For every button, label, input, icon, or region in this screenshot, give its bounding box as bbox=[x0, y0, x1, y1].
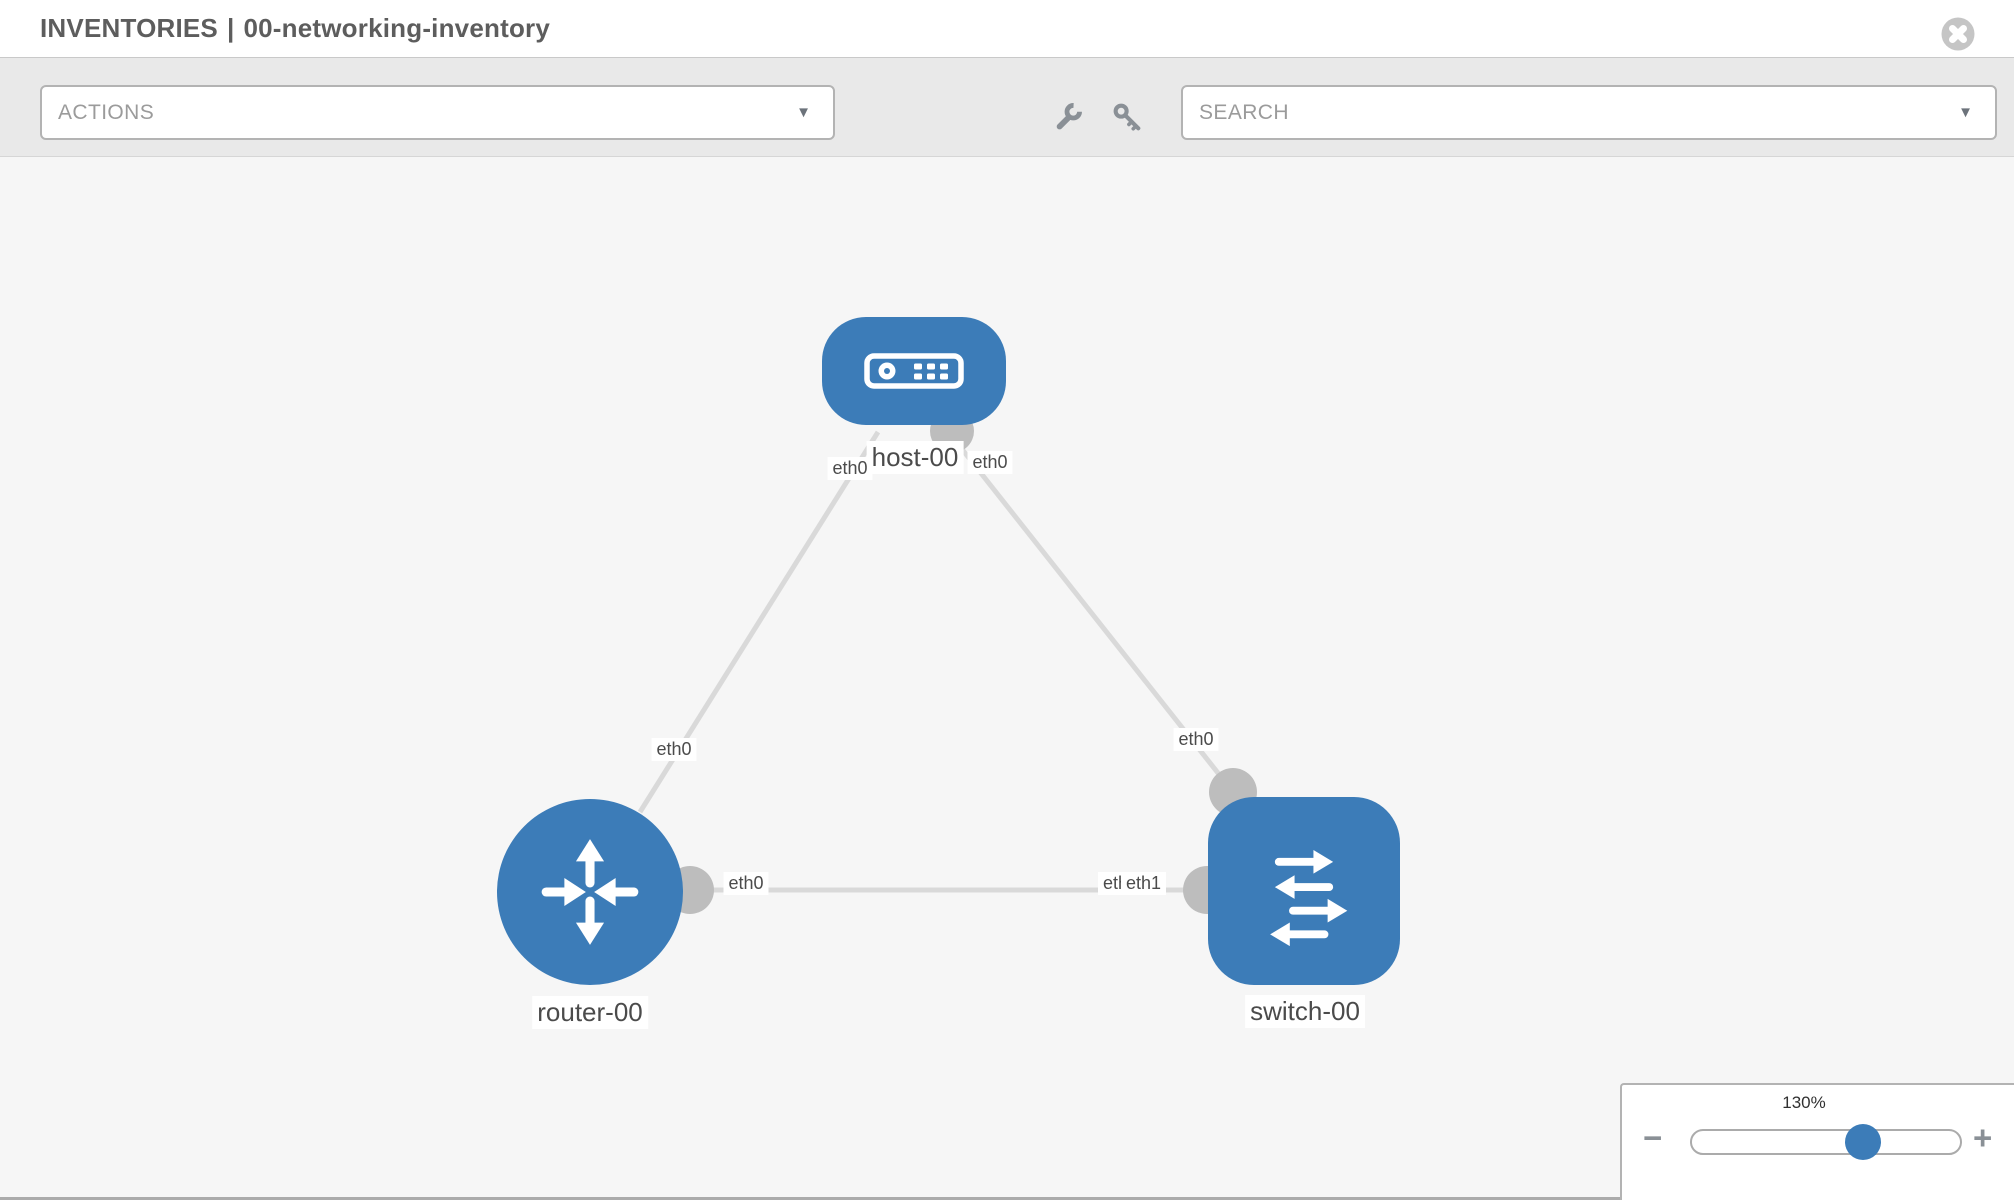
page-title: INVENTORIES | 00-networking-inventory bbox=[40, 0, 550, 57]
interface-label-host-eth0-right: eth0 bbox=[967, 451, 1013, 475]
close-button[interactable] bbox=[1941, 17, 1975, 51]
topology-canvas[interactable]: host-00 router-00 switch-00 eth0 eth0 et… bbox=[0, 157, 2014, 1200]
key-icon bbox=[1113, 103, 1141, 131]
interface-label-switch-eth0-top: eth0 bbox=[1173, 728, 1219, 752]
topology-links-layer bbox=[637, 409, 1257, 914]
interface-label-router-eth0-mid: eth0 bbox=[723, 872, 769, 896]
interface-label-host-eth0-left: eth0 bbox=[827, 457, 873, 481]
zoom-out-button[interactable]: − bbox=[1643, 1119, 1663, 1156]
header: INVENTORIES | 00-networking-inventory bbox=[0, 0, 2014, 57]
switch-arrows-icon bbox=[1270, 850, 1348, 947]
close-icon bbox=[1941, 17, 1975, 51]
page-title-section: INVENTORIES bbox=[40, 13, 218, 43]
zoom-panel: 130% − + bbox=[1620, 1083, 2014, 1200]
node-label-switch: switch-00 bbox=[1245, 995, 1365, 1028]
server-icon bbox=[864, 353, 964, 389]
zoom-slider[interactable] bbox=[1690, 1124, 1962, 1160]
actions-dropdown-label: ACTIONS bbox=[58, 100, 155, 124]
key-button[interactable] bbox=[1112, 102, 1144, 134]
search-placeholder: SEARCH bbox=[1199, 100, 1289, 124]
toolbar: ACTIONS ▼ SEARCH ▼ bbox=[0, 57, 2014, 157]
node-switch-00[interactable] bbox=[1208, 797, 1400, 985]
node-router-00[interactable] bbox=[497, 799, 683, 985]
page-title-separator: | bbox=[226, 13, 235, 43]
search-dropdown[interactable]: SEARCH ▼ bbox=[1181, 85, 1997, 140]
zoom-slider-thumb[interactable] bbox=[1845, 1124, 1881, 1160]
node-label-host: host-00 bbox=[866, 441, 964, 474]
zoom-in-button[interactable]: + bbox=[1973, 1119, 1993, 1156]
actions-dropdown[interactable]: ACTIONS ▼ bbox=[40, 85, 835, 140]
interface-label-switch-eth1-mid: eth1 bbox=[1121, 872, 1167, 896]
node-host-00[interactable] bbox=[822, 317, 1006, 425]
chevron-down-icon: ▼ bbox=[1958, 103, 1973, 121]
router-arrows-icon bbox=[541, 839, 639, 945]
zoom-level-label: 130% bbox=[1782, 1093, 1826, 1112]
wrench-icon bbox=[1056, 103, 1082, 130]
inventory-name: 00-networking-inventory bbox=[243, 13, 551, 43]
tools-button[interactable] bbox=[1051, 102, 1083, 134]
node-label-router: router-00 bbox=[532, 996, 648, 1029]
chevron-down-icon: ▼ bbox=[796, 103, 811, 121]
interface-label-router-eth0-top: eth0 bbox=[651, 738, 697, 762]
